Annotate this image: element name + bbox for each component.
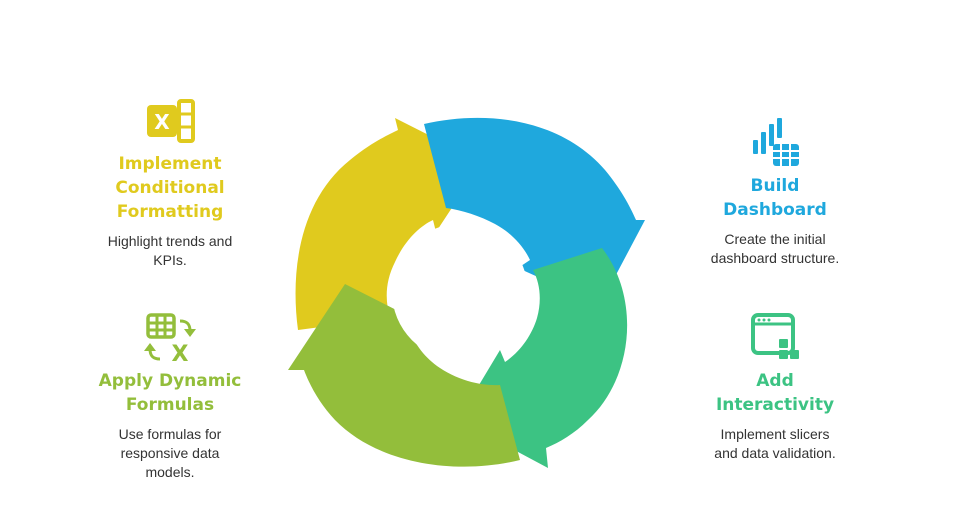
arrow-green (288, 284, 520, 467)
step-desc-line: dashboard structure. (710, 250, 840, 266)
step-description: Create the initial dashboard structure. (711, 230, 839, 268)
step-desc-line: Use formulas for (118, 426, 222, 442)
step-title-line: Formatting (116, 202, 224, 222)
step-desc-line: and data validation. (714, 445, 836, 461)
step-description: Implement slicers and data validation. (714, 425, 835, 463)
step-title-line: Build (750, 176, 800, 196)
step-add-interactivity: Add Interactivity Implement slicers and … (690, 313, 860, 463)
step-title: Apply Dynamic Formulas (99, 369, 242, 417)
step-title-line: Formulas (125, 395, 215, 415)
step-desc-line: models. (145, 464, 195, 480)
step-title-line: Dashboard (723, 200, 827, 220)
step-title-line: Conditional (115, 178, 225, 198)
svg-text:X: X (172, 342, 189, 363)
step-title-line: Add (756, 371, 794, 391)
arrow-yellow (295, 118, 482, 330)
step-build-dashboard: Build Dashboard Create the initial dashb… (690, 118, 860, 268)
window-slicer-icon (747, 313, 803, 363)
step-desc-line: Implement slicers (720, 426, 830, 442)
step-title: Build Dashboard (723, 174, 827, 222)
step-description: Highlight trends and KPIs. (108, 232, 233, 270)
step-desc-line: Highlight trends and (107, 233, 233, 249)
svg-text:X: X (154, 110, 170, 134)
step-desc-line: responsive data (120, 445, 220, 461)
step-dynamic-formulas: X Apply Dynamic Formulas Use formulas fo… (80, 313, 260, 482)
step-title: Add Interactivity (716, 369, 834, 417)
center-hole (392, 224, 528, 360)
step-title: Implement Conditional Formatting (115, 152, 224, 224)
excel-icon: X (142, 96, 198, 146)
step-title-line: Apply Dynamic (98, 371, 242, 391)
step-title-line: Interactivity (715, 395, 835, 415)
step-conditional-formatting: X Implement Conditional Formatting Highl… (80, 96, 260, 270)
table-formula-icon: X (142, 313, 198, 363)
step-title-line: Implement (118, 154, 222, 174)
step-description: Use formulas for responsive data models. (119, 425, 222, 482)
bar-chart-table-icon (747, 118, 803, 168)
step-desc-line: KPIs. (153, 252, 187, 268)
step-desc-line: Create the initial (724, 231, 826, 247)
